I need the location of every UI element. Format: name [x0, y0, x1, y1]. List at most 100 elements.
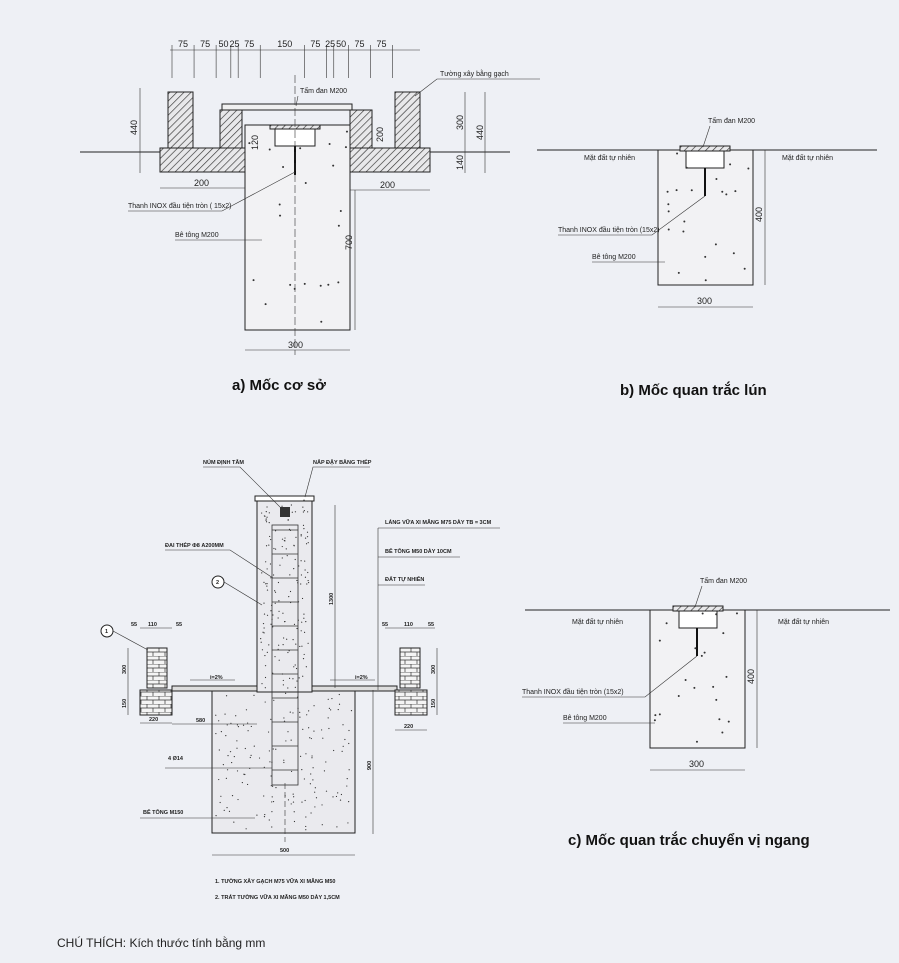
aggregate-dot: [292, 793, 294, 795]
aggregate-dot: [348, 729, 350, 732]
aggregate-dot: [304, 569, 306, 571]
aggregate-dot: [271, 796, 273, 798]
label-cover-slab: Tấm đan M200: [700, 576, 747, 585]
aggregate-dot: [322, 737, 324, 739]
aggregate-dot: [264, 303, 267, 306]
dim-width: 300: [697, 296, 712, 306]
aggregate-dot: [278, 600, 280, 602]
aggregate-dot: [296, 627, 298, 630]
brick-wall-left: [167, 91, 194, 149]
label-concrete: Bê tông M200: [592, 254, 636, 261]
label-ground-left: Mặt đất tự nhiên: [584, 153, 635, 162]
aggregate-dot: [314, 787, 316, 789]
aggregate-dot: [337, 792, 339, 794]
aggregate-dot: [293, 287, 296, 290]
aggregate-dot: [264, 654, 266, 657]
aggregate-dot: [271, 785, 274, 787]
aggregate-dot: [225, 695, 228, 697]
aggregate-dot: [727, 720, 730, 723]
aggregate-dot: [304, 537, 307, 539]
aggregate-dot: [715, 698, 718, 701]
aggregate-dot: [275, 748, 277, 750]
aggregate-dot: [266, 651, 268, 654]
aggregate-dot: [264, 687, 266, 689]
aggregate-dot: [279, 564, 281, 566]
aggregate-dot: [223, 809, 225, 811]
aggregate-dot: [282, 679, 284, 682]
aggregate-dot: [285, 548, 287, 550]
inner-wall-left: [219, 109, 243, 149]
aggregate-dot: [290, 770, 293, 773]
aggregate-dot: [287, 519, 289, 521]
concrete-base: [211, 689, 356, 834]
aggregate-dot: [332, 796, 334, 798]
aggregate-dot: [265, 583, 267, 585]
aggregate-dot: [303, 510, 305, 512]
aggregate-dot: [344, 738, 346, 741]
aggregate-dot: [300, 535, 302, 537]
aggregate-dot: [224, 713, 226, 715]
aggregate-dot: [715, 178, 718, 181]
aggregate-dot: [303, 631, 306, 633]
aggregate-dot: [683, 220, 686, 223]
aggregate-dot: [222, 764, 224, 766]
aggregate-dot: [281, 505, 283, 507]
aggregate-dot: [282, 165, 285, 168]
dim-footing-right: 200: [380, 180, 395, 190]
aggregate-dot: [279, 214, 282, 217]
aggregate-dot: [300, 560, 302, 562]
aggregate-dot: [340, 793, 343, 796]
aggregate-dot: [284, 620, 286, 623]
aggregate-dot: [300, 630, 302, 632]
aggregate-dot: [228, 810, 231, 812]
dim-brick-width: 220: [149, 717, 158, 723]
aggregate-dot: [296, 680, 298, 682]
aggregate-dot: [268, 819, 270, 821]
aggregate-dot: [336, 826, 338, 828]
aggregate-dot: [314, 791, 316, 793]
aggregate-dot: [302, 675, 304, 677]
aggregate-dot: [281, 673, 284, 675]
dim-top: 25: [325, 39, 335, 49]
aggregate-dot: [332, 164, 335, 167]
aggregate-dot: [271, 811, 273, 813]
footing-left: [159, 147, 246, 173]
dim-top: 75: [377, 39, 387, 49]
panel-c-title: c) Mốc quan trắc chuyển vị ngang: [568, 831, 810, 849]
footing-right: [349, 147, 431, 173]
aggregate-dot: [281, 557, 283, 559]
aggregate-dot: [277, 617, 279, 619]
aggregate-dot: [345, 130, 348, 133]
aggregate-dot: [307, 571, 309, 574]
aggregate-dot: [312, 767, 314, 769]
aggregate-dot: [299, 645, 301, 648]
aggregate-dot: [233, 755, 235, 758]
aggregate-dot: [270, 718, 272, 720]
aggregate-dot: [272, 672, 274, 674]
aggregate-dot: [249, 756, 251, 759]
aggregate-dot: [272, 614, 274, 616]
aggregate-dot: [313, 730, 315, 732]
aggregate-dot: [307, 642, 309, 644]
aggregate-dot: [667, 203, 670, 206]
aggregate-dot: [218, 778, 220, 781]
aggregate-dot: [284, 540, 286, 542]
aggregate-dot: [301, 597, 304, 600]
aggregate-dot: [271, 801, 273, 803]
aggregate-dot: [274, 602, 276, 604]
aggregate-dot: [287, 687, 289, 689]
aggregate-dot: [302, 506, 304, 508]
aggregate-dot: [273, 547, 275, 550]
aggregate-dot: [263, 632, 265, 634]
aggregate-dot: [330, 709, 332, 711]
aggregate-dot: [268, 544, 270, 546]
aggregate-dot: [675, 189, 678, 192]
note-1: 1. TƯỜNG XÂY GẠCH M75 VỮA XI MĂNG M50: [215, 877, 335, 885]
aggregate-dot: [274, 548, 277, 550]
aggregate-dot: [303, 613, 305, 615]
steel-cover: [254, 495, 315, 502]
aggregate-dot: [310, 773, 312, 775]
aggregate-dot: [235, 715, 237, 717]
aggregate-dot: [294, 664, 296, 666]
aggregate-dot: [244, 747, 246, 750]
